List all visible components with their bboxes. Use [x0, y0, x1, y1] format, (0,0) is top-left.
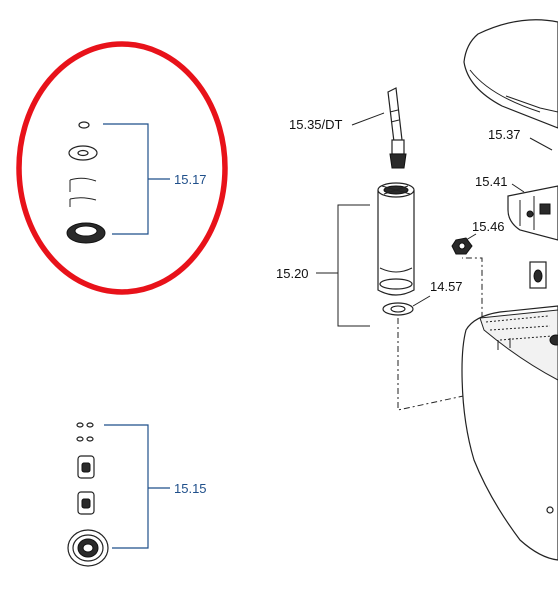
gasket-part	[77, 491, 95, 515]
leader-1535dt	[351, 112, 385, 126]
bracket-1520	[316, 204, 370, 327]
highlight-circle	[16, 41, 228, 295]
tank-lid-part	[463, 19, 558, 129]
wire-clip-part	[69, 197, 97, 207]
leader-1457	[412, 295, 431, 307]
small-washer-part	[78, 121, 90, 129]
push-rod-part	[387, 87, 407, 169]
leader-1546	[465, 233, 477, 241]
wire-clip-part	[69, 177, 97, 192]
valve-seal-part	[382, 302, 414, 316]
gasket-part	[77, 455, 95, 479]
label-1546: 15.46	[472, 219, 505, 234]
small-screw-part	[76, 422, 94, 428]
flat-washer-part	[68, 145, 98, 161]
label-1457: 14.57	[430, 279, 463, 294]
label-1541: 15.41	[475, 174, 508, 189]
kit-1517-label: 15.17	[174, 172, 207, 187]
kit-1517-bracket	[103, 123, 170, 235]
kit-1515-bracket	[104, 424, 170, 549]
leader-1537	[529, 137, 553, 151]
label-1537: 15.37	[488, 127, 521, 142]
seal-ring-part	[66, 222, 106, 244]
label-1535dt: 15.35/DT	[289, 117, 343, 132]
hex-nut-part	[451, 237, 473, 255]
kit-1515-group: 15.15	[67, 422, 207, 567]
mounting-bracket-part	[507, 185, 558, 241]
label-1520: 15.20	[276, 266, 309, 281]
small-screw-part	[76, 436, 94, 442]
kit-1517-group: 15.17	[16, 41, 228, 295]
threaded-nut-part	[67, 529, 109, 567]
leader-1541	[511, 183, 525, 193]
cistern-tank-part	[461, 261, 558, 561]
flush-valve-part	[377, 182, 415, 296]
kit-1515-label: 15.15	[174, 481, 207, 496]
